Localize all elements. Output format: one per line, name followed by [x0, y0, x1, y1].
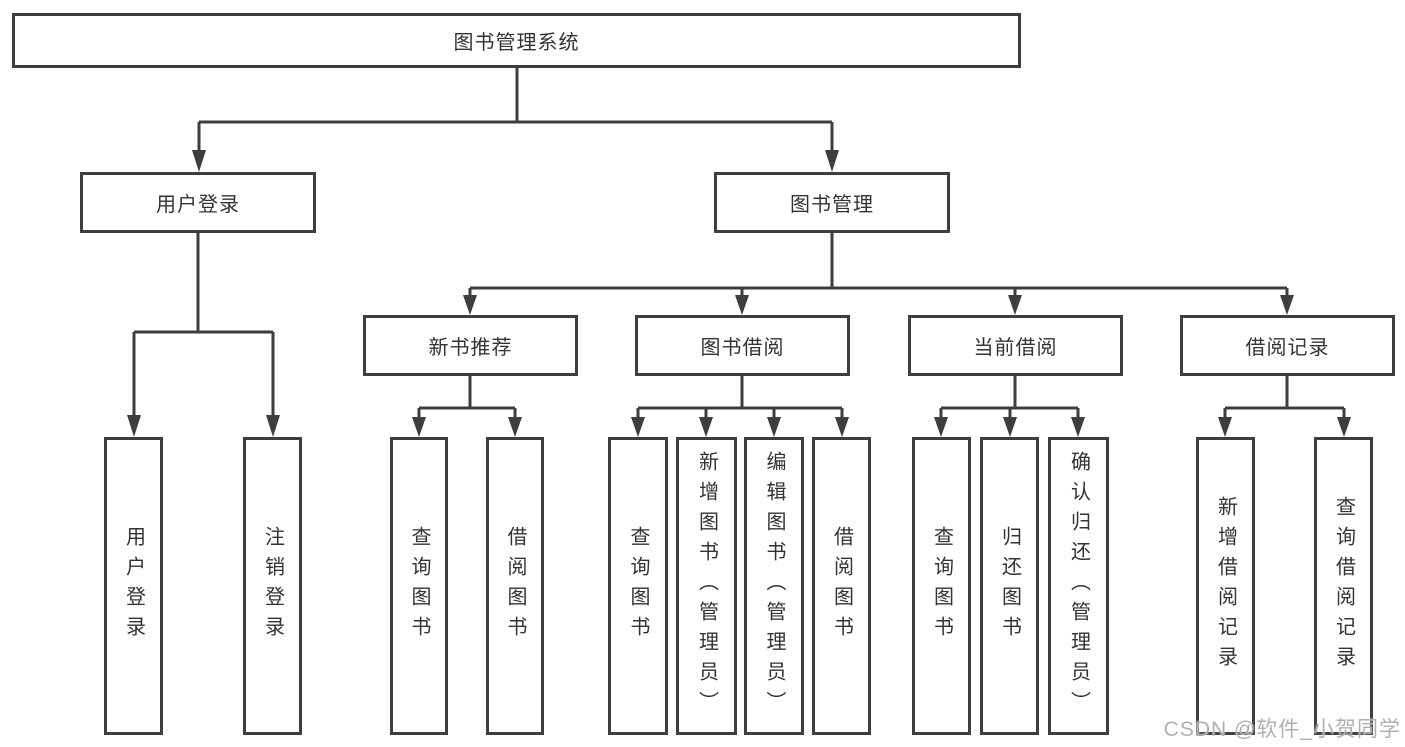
- node-query-books-current: 查询图书: [912, 437, 971, 735]
- node-borrowing-records: 借阅记录: [1180, 315, 1395, 376]
- node-new-book-recommendation: 新书推荐: [363, 315, 578, 376]
- node-label: 查询图书: [930, 526, 953, 646]
- node-label: 新书推荐: [428, 337, 513, 359]
- node-library-management-system: 图书管理系统: [12, 13, 1021, 68]
- csdn-watermark: CSDN @软件_小贺同学: [1163, 718, 1401, 741]
- connector-current-borrow-to-leaves: [934, 376, 1085, 437]
- node-add-books-admin: 新增图书（管理员）: [676, 437, 737, 735]
- node-edit-books-admin: 编辑图书（管理员）: [744, 437, 804, 735]
- node-confirm-return-admin: 确认归还（管理员）: [1048, 437, 1109, 735]
- node-user-login-leaf: 用户登录: [104, 437, 163, 735]
- node-add-borrow-record: 新增借阅记录: [1196, 437, 1255, 735]
- node-label: 图书管理系统: [453, 32, 580, 54]
- node-label: 用户登录: [122, 526, 145, 646]
- node-label: 确认归还（管理员）: [1067, 451, 1090, 721]
- node-label: 借阅图书: [504, 526, 526, 646]
- node-return-books: 归还图书: [980, 437, 1039, 735]
- node-label: 编辑图书（管理员）: [763, 451, 785, 721]
- node-query-books-recommend: 查询图书: [390, 437, 448, 735]
- node-logout-login: 注销登录: [243, 437, 302, 735]
- node-borrow-books: 借阅图书: [812, 437, 871, 735]
- node-user-login: 用户登录: [80, 172, 316, 233]
- node-label: 新增借阅记录: [1214, 496, 1237, 676]
- node-label: 查询借阅记录: [1332, 496, 1355, 676]
- connector-user-login-to-leaves: [127, 233, 280, 437]
- node-label: 借阅图书: [830, 526, 853, 646]
- connector-book-borrow-to-leaves: [631, 376, 849, 437]
- node-label: 当前借阅: [973, 337, 1058, 359]
- connector-book-management-to-level3: [463, 233, 1294, 315]
- node-current-borrowing: 当前借阅: [908, 315, 1123, 376]
- node-label: 注销登录: [261, 526, 284, 646]
- node-label: 查询图书: [408, 526, 430, 646]
- node-book-management: 图书管理: [714, 172, 950, 233]
- node-label: 归还图书: [998, 526, 1021, 646]
- connector-new-book-to-leaves: [412, 376, 522, 437]
- node-query-books-borrow: 查询图书: [608, 437, 668, 735]
- node-label: 借阅记录: [1245, 337, 1330, 359]
- node-borrow-books-recommend: 借阅图书: [486, 437, 544, 735]
- node-label: 图书借阅: [700, 337, 785, 359]
- node-query-borrow-record: 查询借阅记录: [1314, 437, 1373, 735]
- node-label: 用户登录: [156, 194, 240, 216]
- node-label: 图书管理: [790, 194, 874, 216]
- node-label: 查询图书: [627, 526, 649, 646]
- node-book-borrowing: 图书借阅: [635, 315, 850, 376]
- node-label: 新增图书（管理员）: [695, 451, 718, 721]
- connector-borrow-records-to-leaves: [1218, 376, 1351, 437]
- connector-root-to-level2: [192, 67, 839, 172]
